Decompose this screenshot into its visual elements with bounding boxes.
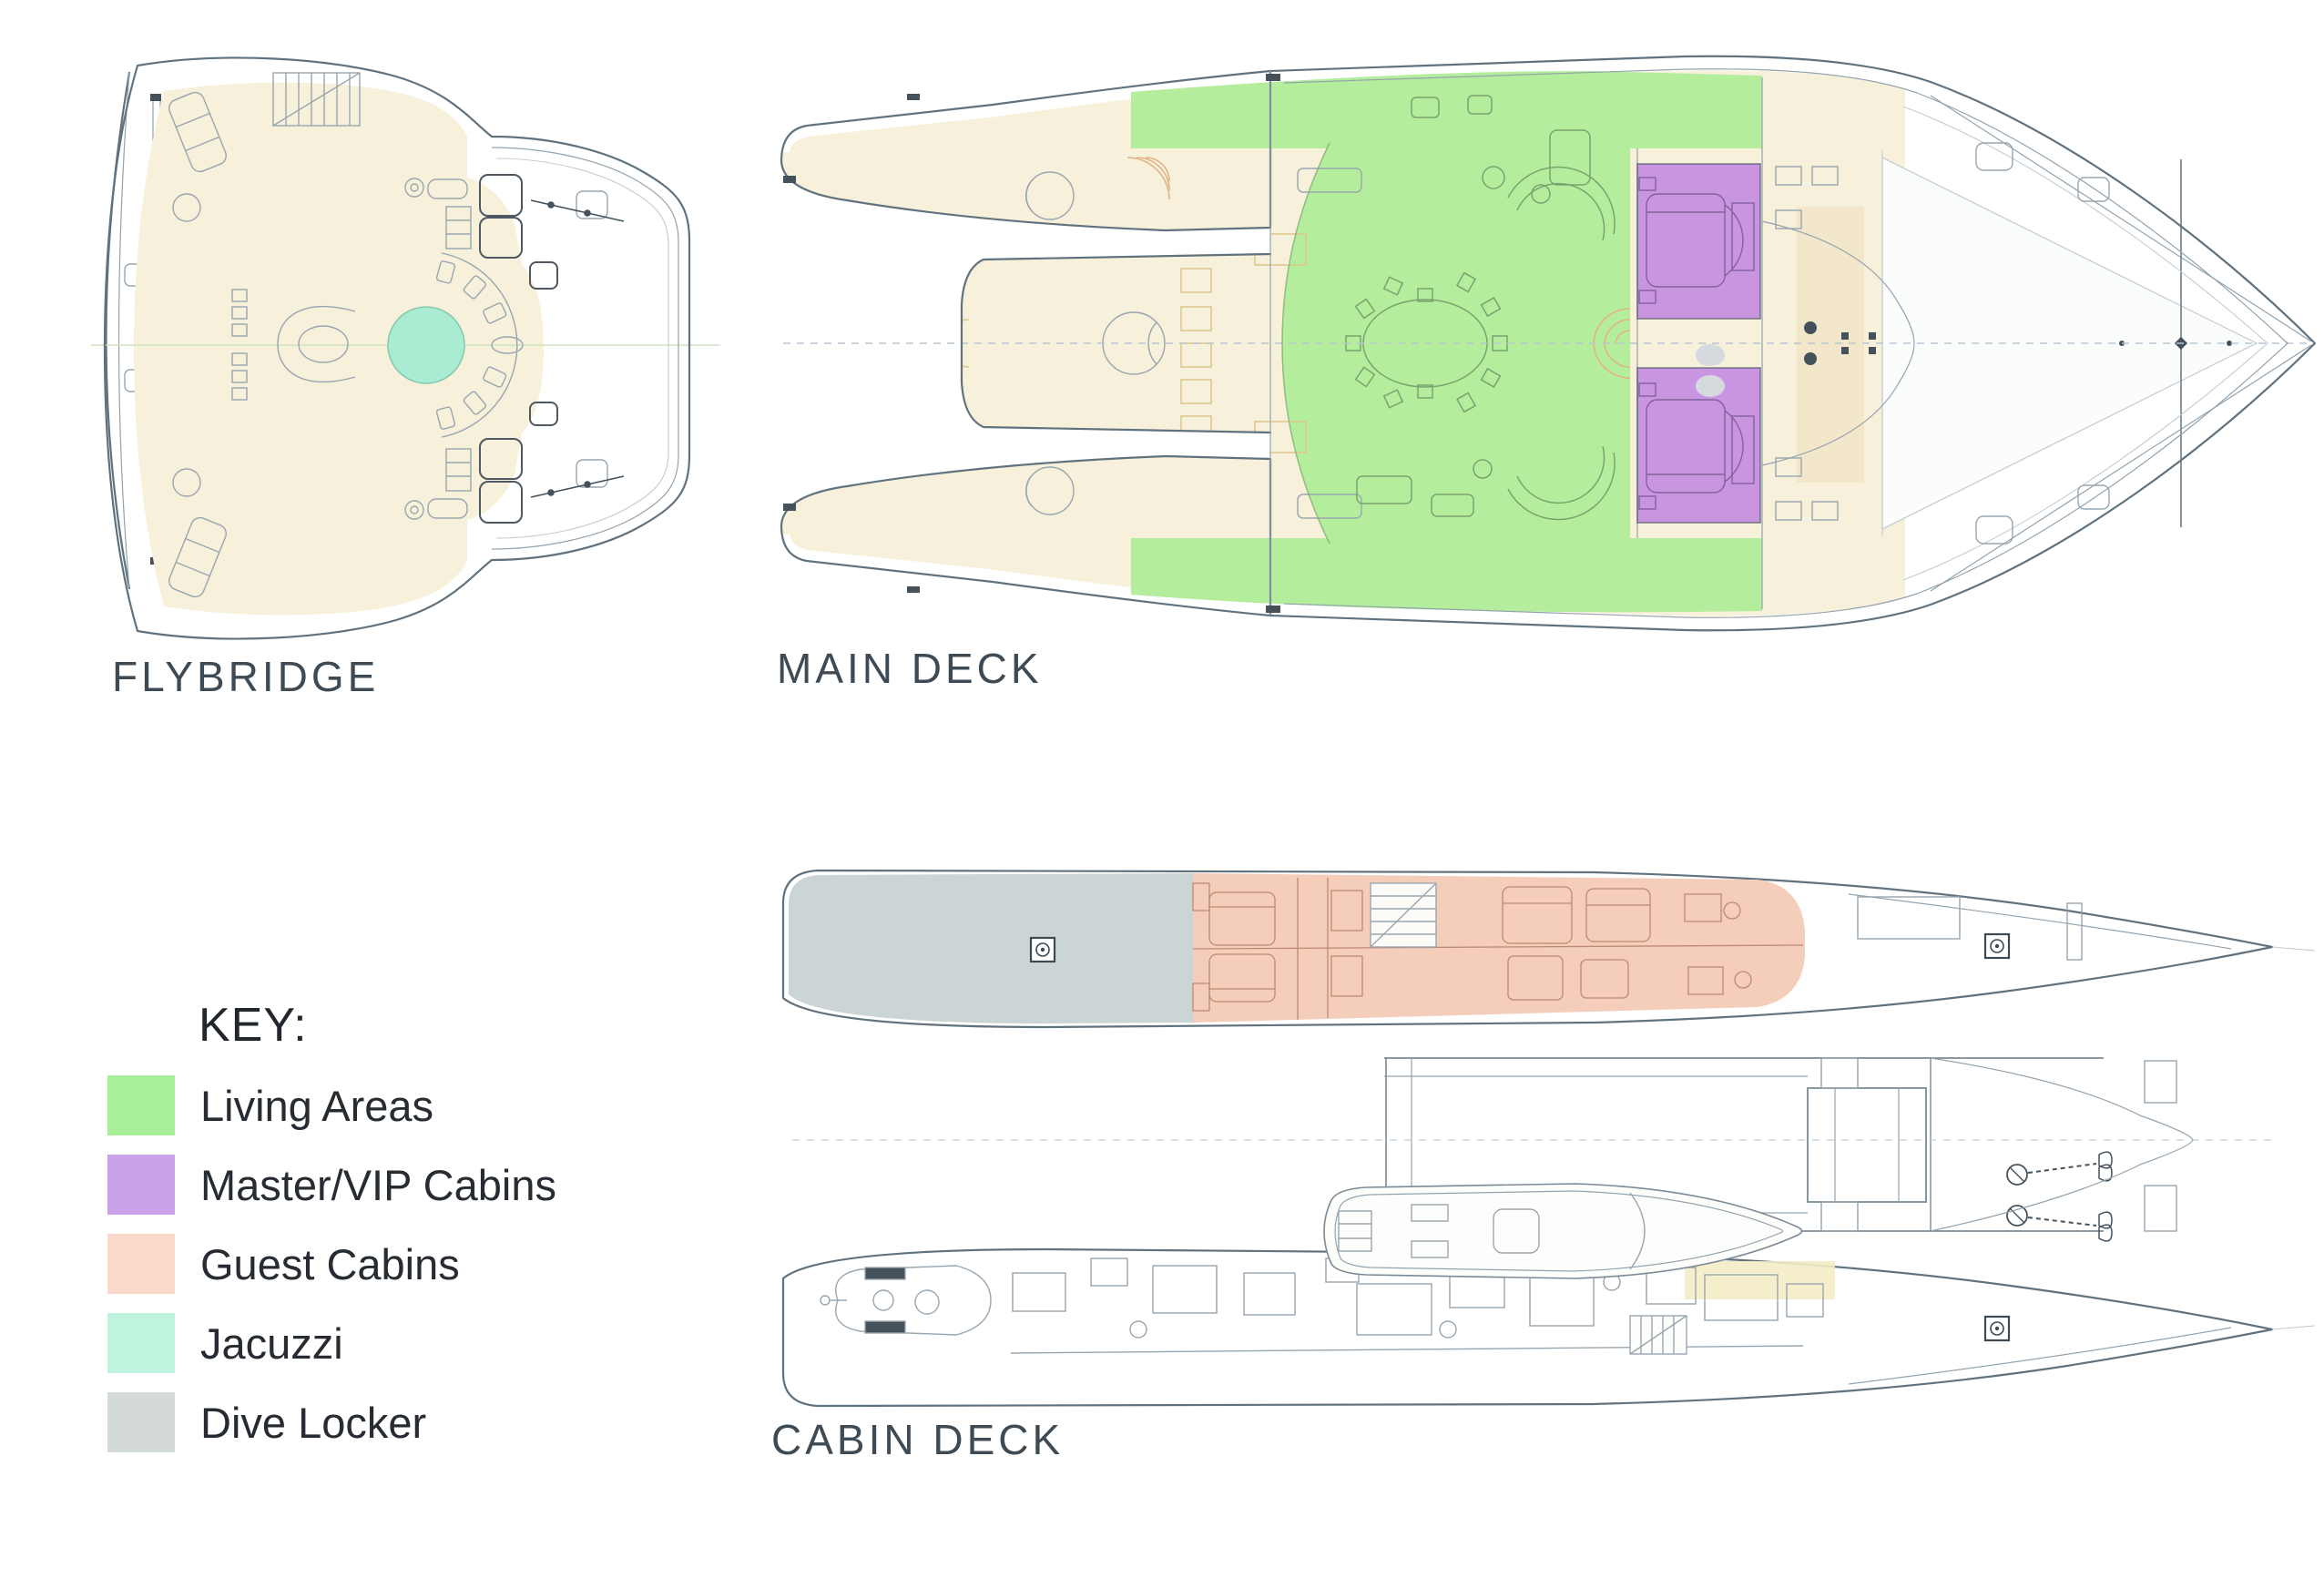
legend-title: KEY: (199, 999, 308, 1052)
main-deck-corridor-fitting-bottom (1696, 375, 1725, 397)
cabin-deck-port-hull (781, 869, 2316, 1029)
cabin-deck-starboard-hull (781, 1247, 2316, 1408)
master-cabin-bottom (1637, 368, 1760, 523)
living-areas-swatch (107, 1075, 175, 1135)
flybridge-label: FLYBRIDGE (112, 653, 380, 700)
master-cabin-furniture (1638, 177, 1755, 510)
living-areas-label: Living Areas (200, 1081, 434, 1130)
anchor-windlass-gear (2006, 1151, 2113, 1242)
main-deck-foyer (1797, 207, 1864, 483)
main-deck-label: MAIN DECK (777, 645, 1043, 692)
guest-cabins-swatch (107, 1234, 175, 1294)
dive-locker-hatch-icon (1029, 936, 1056, 963)
cabin-deck-label: CABIN DECK (771, 1416, 1065, 1463)
flybridge-rigging-marks (530, 199, 625, 498)
dive-locker-area (789, 873, 1193, 1023)
flybridge-sun-loungers (168, 91, 227, 598)
cabin-deck-starboard-bow-hatch (1983, 1315, 2011, 1342)
flybridge-jacuzzi-seating-arc (435, 252, 524, 438)
main-deck-saloon-furniture (1345, 95, 1631, 521)
cabin-deck-port-bow-items (1857, 896, 2083, 961)
flybridge-lounge-settee (231, 289, 356, 401)
flybridge-stairs (272, 72, 361, 127)
cabin-deck-starboard-stairs (1629, 1315, 1687, 1355)
main-deck-outlines (780, 55, 2317, 632)
legend-row-master-vip-cabins: Master/VIP Cabins (107, 1155, 854, 1215)
jacuzzi-swatch (107, 1313, 175, 1373)
legend-row-jacuzzi: Jacuzzi (107, 1313, 854, 1373)
flybridge-deck-floor (134, 82, 544, 616)
cabin-deck-center-structure (792, 1057, 2277, 1279)
main-deck-corridor-fitting-top (1696, 344, 1725, 366)
master-cabin-top (1637, 164, 1760, 319)
dive-locker-swatch (107, 1392, 175, 1452)
main-deck-plan (780, 55, 2317, 632)
flybridge-bulwark-inner (491, 147, 679, 550)
flybridge-deck-hatches (529, 190, 608, 488)
jacuzzi-circle (387, 306, 465, 384)
legend-row-dive-locker: Dive Locker (107, 1392, 854, 1452)
galley-area (1685, 1261, 1835, 1299)
legend-row-living-areas: Living Areas (107, 1075, 854, 1135)
flybridge-helm-station-bottom (404, 438, 523, 524)
cabin-deck-plan (781, 869, 2316, 1408)
flybridge-hull-outline (103, 56, 691, 640)
crew-quarters-furniture (1010, 1257, 1824, 1354)
master-vip-cabins-swatch (107, 1155, 175, 1215)
crew-tender-crane (820, 1265, 992, 1336)
flybridge-plan (91, 56, 720, 640)
master-vip-cabins-label: Master/VIP Cabins (200, 1160, 556, 1209)
cabin-deck-port-stairs (1370, 882, 1437, 948)
flybridge-helm-station-top (404, 174, 523, 259)
tender-boat (1323, 1183, 1803, 1279)
jacuzzi-label: Jacuzzi (200, 1318, 343, 1368)
guest-cabins-area (1193, 873, 1805, 1023)
dive-locker-label: Dive Locker (200, 1398, 427, 1447)
legend-row-guest-cabins: Guest Cabins (107, 1234, 854, 1294)
guest-cabins-label: Guest Cabins (200, 1239, 460, 1288)
guest-cabin-furniture (1192, 878, 1804, 1020)
